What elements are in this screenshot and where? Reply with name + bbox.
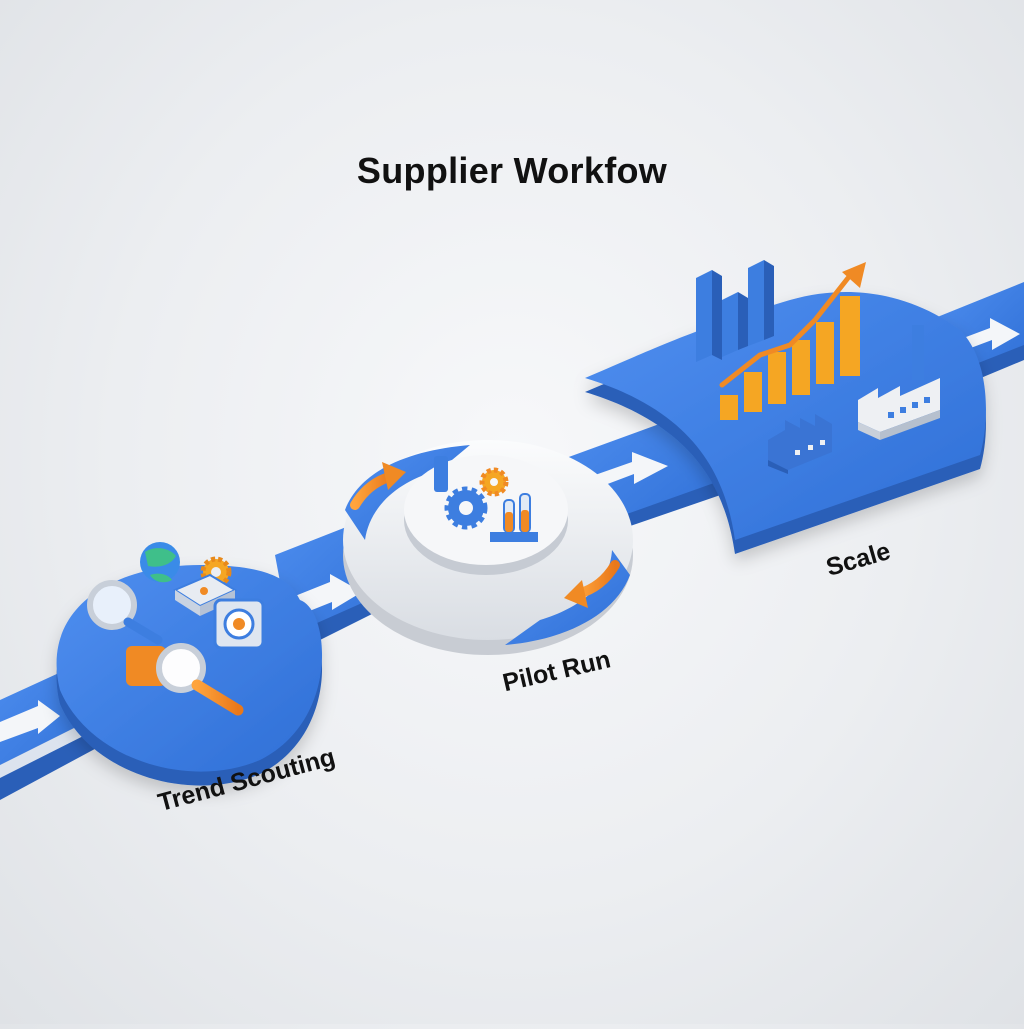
growth-bar-chart-icon (720, 296, 860, 420)
curved-arrow-icon (350, 462, 406, 510)
road-arrow-icon (595, 452, 668, 488)
target-box-icon (213, 598, 265, 650)
bar-chart-icon (696, 260, 774, 362)
entry-arrow-icon (0, 700, 60, 742)
globe-icon (140, 542, 180, 583)
gear-icon (444, 467, 509, 530)
curved-arrow-icon (564, 560, 620, 608)
factory-icon (858, 325, 940, 440)
growth-arrow-icon (719, 262, 866, 388)
factory-icon (768, 414, 832, 474)
magnifier-icon (126, 643, 244, 716)
flask-icon (434, 456, 538, 542)
magnifier-icon (87, 580, 163, 645)
exit-arrow-icon (958, 318, 1020, 352)
diagram-title: Supplier Workfow (356, 150, 668, 191)
